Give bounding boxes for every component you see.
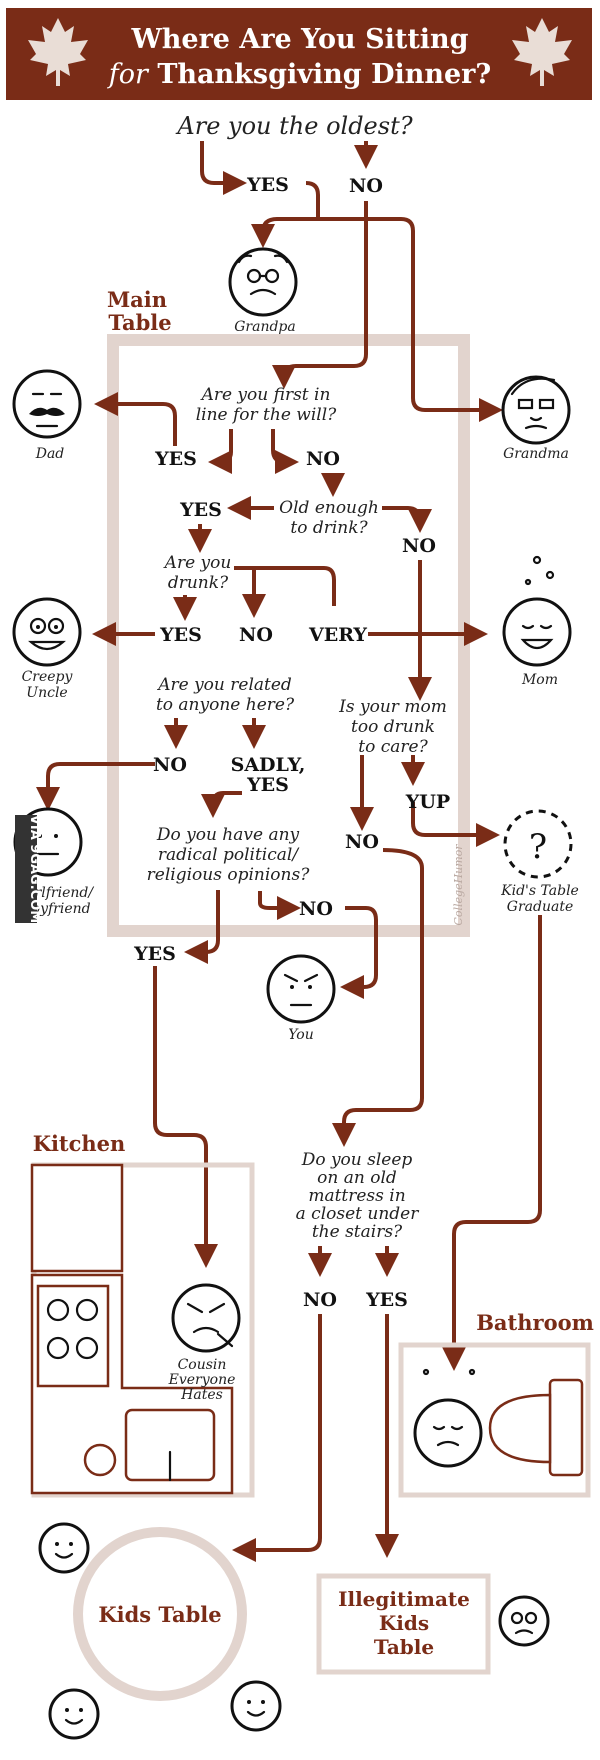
- face-icon: [498, 1595, 550, 1647]
- you-label: You: [288, 1027, 313, 1043]
- maple-leaf-icon: [512, 18, 572, 86]
- illegitimate-table-outline: [316, 1573, 491, 1675]
- kids-table-label: Kids Table: [98, 1602, 221, 1627]
- dad: Dad: [12, 369, 82, 462]
- watermark-9gag: VIA 9GAG.COM: [15, 815, 42, 923]
- face-icon: [38, 1522, 90, 1574]
- answer-drunk-yes: YES: [159, 624, 202, 646]
- kids-table: Kids Table: [38, 1522, 282, 1740]
- answer-mattress-yes: YES: [365, 1289, 408, 1311]
- question-oldest: Are you the oldest?: [175, 112, 412, 140]
- kitchen-label: Kitchen: [33, 1131, 126, 1156]
- face-icon: [413, 1398, 483, 1468]
- credit-watermark: CollegeHumor: [452, 844, 465, 926]
- answer-opinions-no: NO: [299, 898, 333, 920]
- pot-icon: [83, 1443, 117, 1477]
- mystery-face-icon: [503, 809, 573, 879]
- face-icon: [502, 597, 572, 667]
- answer-oldest-yes: YES: [246, 174, 289, 196]
- face-icon: [171, 1283, 241, 1353]
- flow-arrows: [36, 141, 542, 1562]
- bathroom-label: Bathroom: [476, 1310, 594, 1335]
- title-main: Thanksgiving Dinner?: [157, 59, 491, 90]
- face-icon: [48, 1688, 100, 1740]
- grandpa-label: Grandpa: [234, 319, 296, 335]
- maple-leaf-icon: [28, 18, 88, 86]
- face-icon: [230, 1680, 282, 1732]
- bathroom: Bathroom: [398, 1310, 594, 1498]
- mom-label: Mom: [521, 672, 558, 688]
- answer-related-sadly-yes: SADLY,YES: [231, 754, 306, 796]
- grandma-label: Grandma: [503, 446, 569, 462]
- fridge-icon: [30, 1163, 124, 1273]
- answer-opinions-yes: YES: [133, 943, 176, 965]
- sick-person: [413, 1368, 483, 1468]
- title-for: for: [107, 59, 150, 90]
- answer-drunk-no: NO: [239, 624, 273, 646]
- answer-drink-yes: YES: [179, 499, 222, 521]
- answer-mom-yup: YUP: [405, 791, 450, 813]
- title-line2: for Thanksgiving Dinner?: [107, 59, 491, 90]
- face-icon: [501, 375, 571, 445]
- kids-table-outline: [73, 1527, 247, 1701]
- answer-drunk-very: VERY: [308, 624, 367, 646]
- mom: Mom: [502, 555, 572, 688]
- face-icon: [266, 954, 336, 1024]
- sink-icon: [124, 1408, 216, 1482]
- girlfriend-boyfriend-label: Girlfriend/Boyfriend: [19, 885, 94, 917]
- bathroom-outline: [398, 1342, 591, 1498]
- face-icon: [12, 597, 82, 667]
- face-icon: [228, 247, 298, 317]
- answer-will-yes: YES: [154, 448, 197, 470]
- stove-icon: [36, 1284, 110, 1388]
- face-icon: [12, 369, 82, 439]
- toilet-icon: [488, 1378, 584, 1477]
- question-mark-icon: ?: [529, 827, 547, 867]
- answer-related-no: NO: [153, 754, 187, 776]
- title-banner: Where Are You Sitting for Thanksgiving D…: [6, 8, 592, 100]
- dad-label: Dad: [35, 446, 65, 462]
- answer-mom-no: NO: [345, 831, 379, 853]
- you: You: [266, 954, 336, 1043]
- svg-text:VIA 9GAG.COM: VIA 9GAG.COM: [27, 815, 42, 923]
- answer-mattress-no: NO: [303, 1289, 337, 1311]
- answer-oldest-no: NO: [349, 175, 383, 197]
- answer-drink-no: NO: [402, 535, 436, 557]
- title-line1: Where Are You Sitting: [130, 24, 468, 55]
- answer-will-no: NO: [306, 448, 340, 470]
- grandpa: Grandpa: [228, 247, 298, 335]
- grandma: Grandma: [501, 375, 571, 462]
